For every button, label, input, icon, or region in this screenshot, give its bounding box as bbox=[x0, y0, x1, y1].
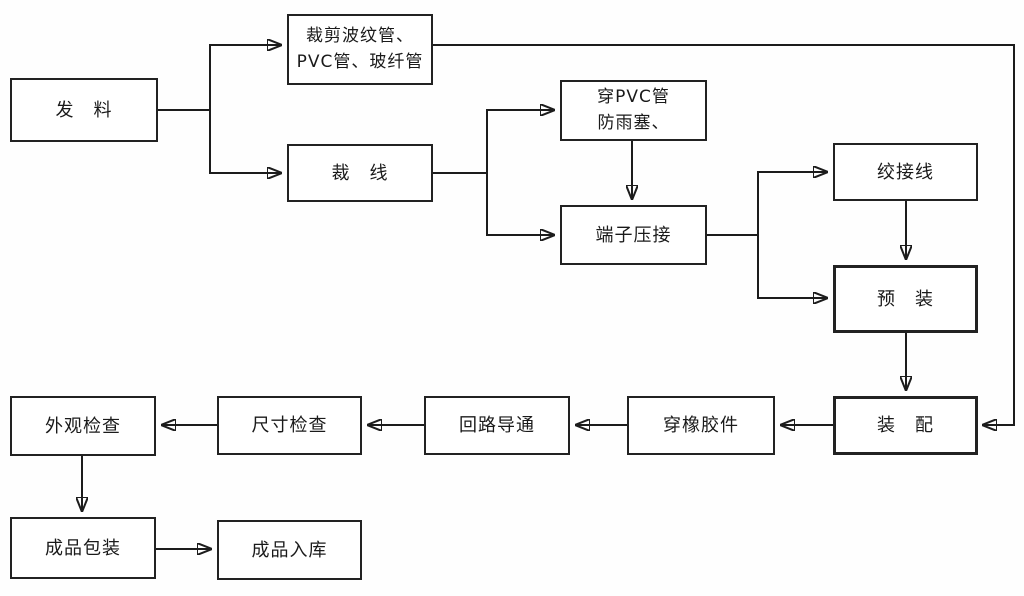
flow-node-issue-material: 发 料 bbox=[10, 78, 158, 142]
node-label: 尺寸检查 bbox=[251, 415, 328, 436]
connector-cutwire-to-crimp bbox=[486, 173, 553, 235]
connector-crimp-to-twist bbox=[757, 172, 826, 235]
flow-node-pre-assembly: 预 装 bbox=[833, 265, 978, 333]
connector-issue-to-cuttubes bbox=[209, 45, 280, 110]
node-label: 绞接线 bbox=[877, 161, 934, 183]
connector-cutwire-to-threadpvc bbox=[486, 110, 553, 173]
flow-node-visual-check: 外观检查 bbox=[10, 396, 156, 456]
node-label: 端子压接 bbox=[595, 224, 672, 246]
flow-node-circuit-continuity: 回路导通 bbox=[424, 396, 570, 455]
node-label-line2: PVC管、玻纤管 bbox=[296, 51, 424, 72]
node-label: 裁 线 bbox=[331, 162, 389, 184]
node-label: 成品包装 bbox=[45, 537, 121, 559]
flow-node-thread-pvc-tube: 穿PVC管 防雨塞、 bbox=[560, 80, 707, 141]
node-label-line2: 防雨塞、 bbox=[597, 112, 670, 133]
flow-node-product-packaging: 成品包装 bbox=[10, 517, 156, 579]
flow-node-assembly: 装 配 bbox=[833, 396, 978, 455]
node-label: 穿橡胶件 bbox=[663, 415, 739, 436]
flow-node-cut-wire: 裁 线 bbox=[287, 144, 433, 202]
flow-node-twist-splice-wire: 绞接线 bbox=[833, 143, 978, 201]
flow-node-product-warehousing: 成品入库 bbox=[217, 520, 362, 580]
connector-crimp-to-preassembly bbox=[757, 235, 826, 298]
node-label: 装 配 bbox=[877, 415, 934, 436]
node-label-line1: 穿PVC管 bbox=[597, 87, 670, 107]
flow-node-dimension-check: 尺寸检查 bbox=[217, 396, 362, 455]
connector-issue-to-cutwire bbox=[209, 110, 280, 173]
flow-node-thread-rubber-parts: 穿橡胶件 bbox=[627, 396, 775, 455]
flow-node-terminal-crimping: 端子压接 bbox=[560, 205, 707, 265]
node-label-line1: 裁剪波纹管、 bbox=[305, 26, 414, 46]
flow-node-cut-tubes: 裁剪波纹管、 PVC管、玻纤管 bbox=[287, 14, 433, 85]
node-label: 发 料 bbox=[55, 99, 113, 121]
node-label: 外观检查 bbox=[45, 415, 121, 437]
node-label: 回路导通 bbox=[459, 415, 535, 436]
node-label: 成品入库 bbox=[251, 539, 328, 561]
connector-cuttubes-to-assembly-bypass bbox=[433, 44, 1015, 425]
node-label: 预 装 bbox=[877, 288, 934, 310]
